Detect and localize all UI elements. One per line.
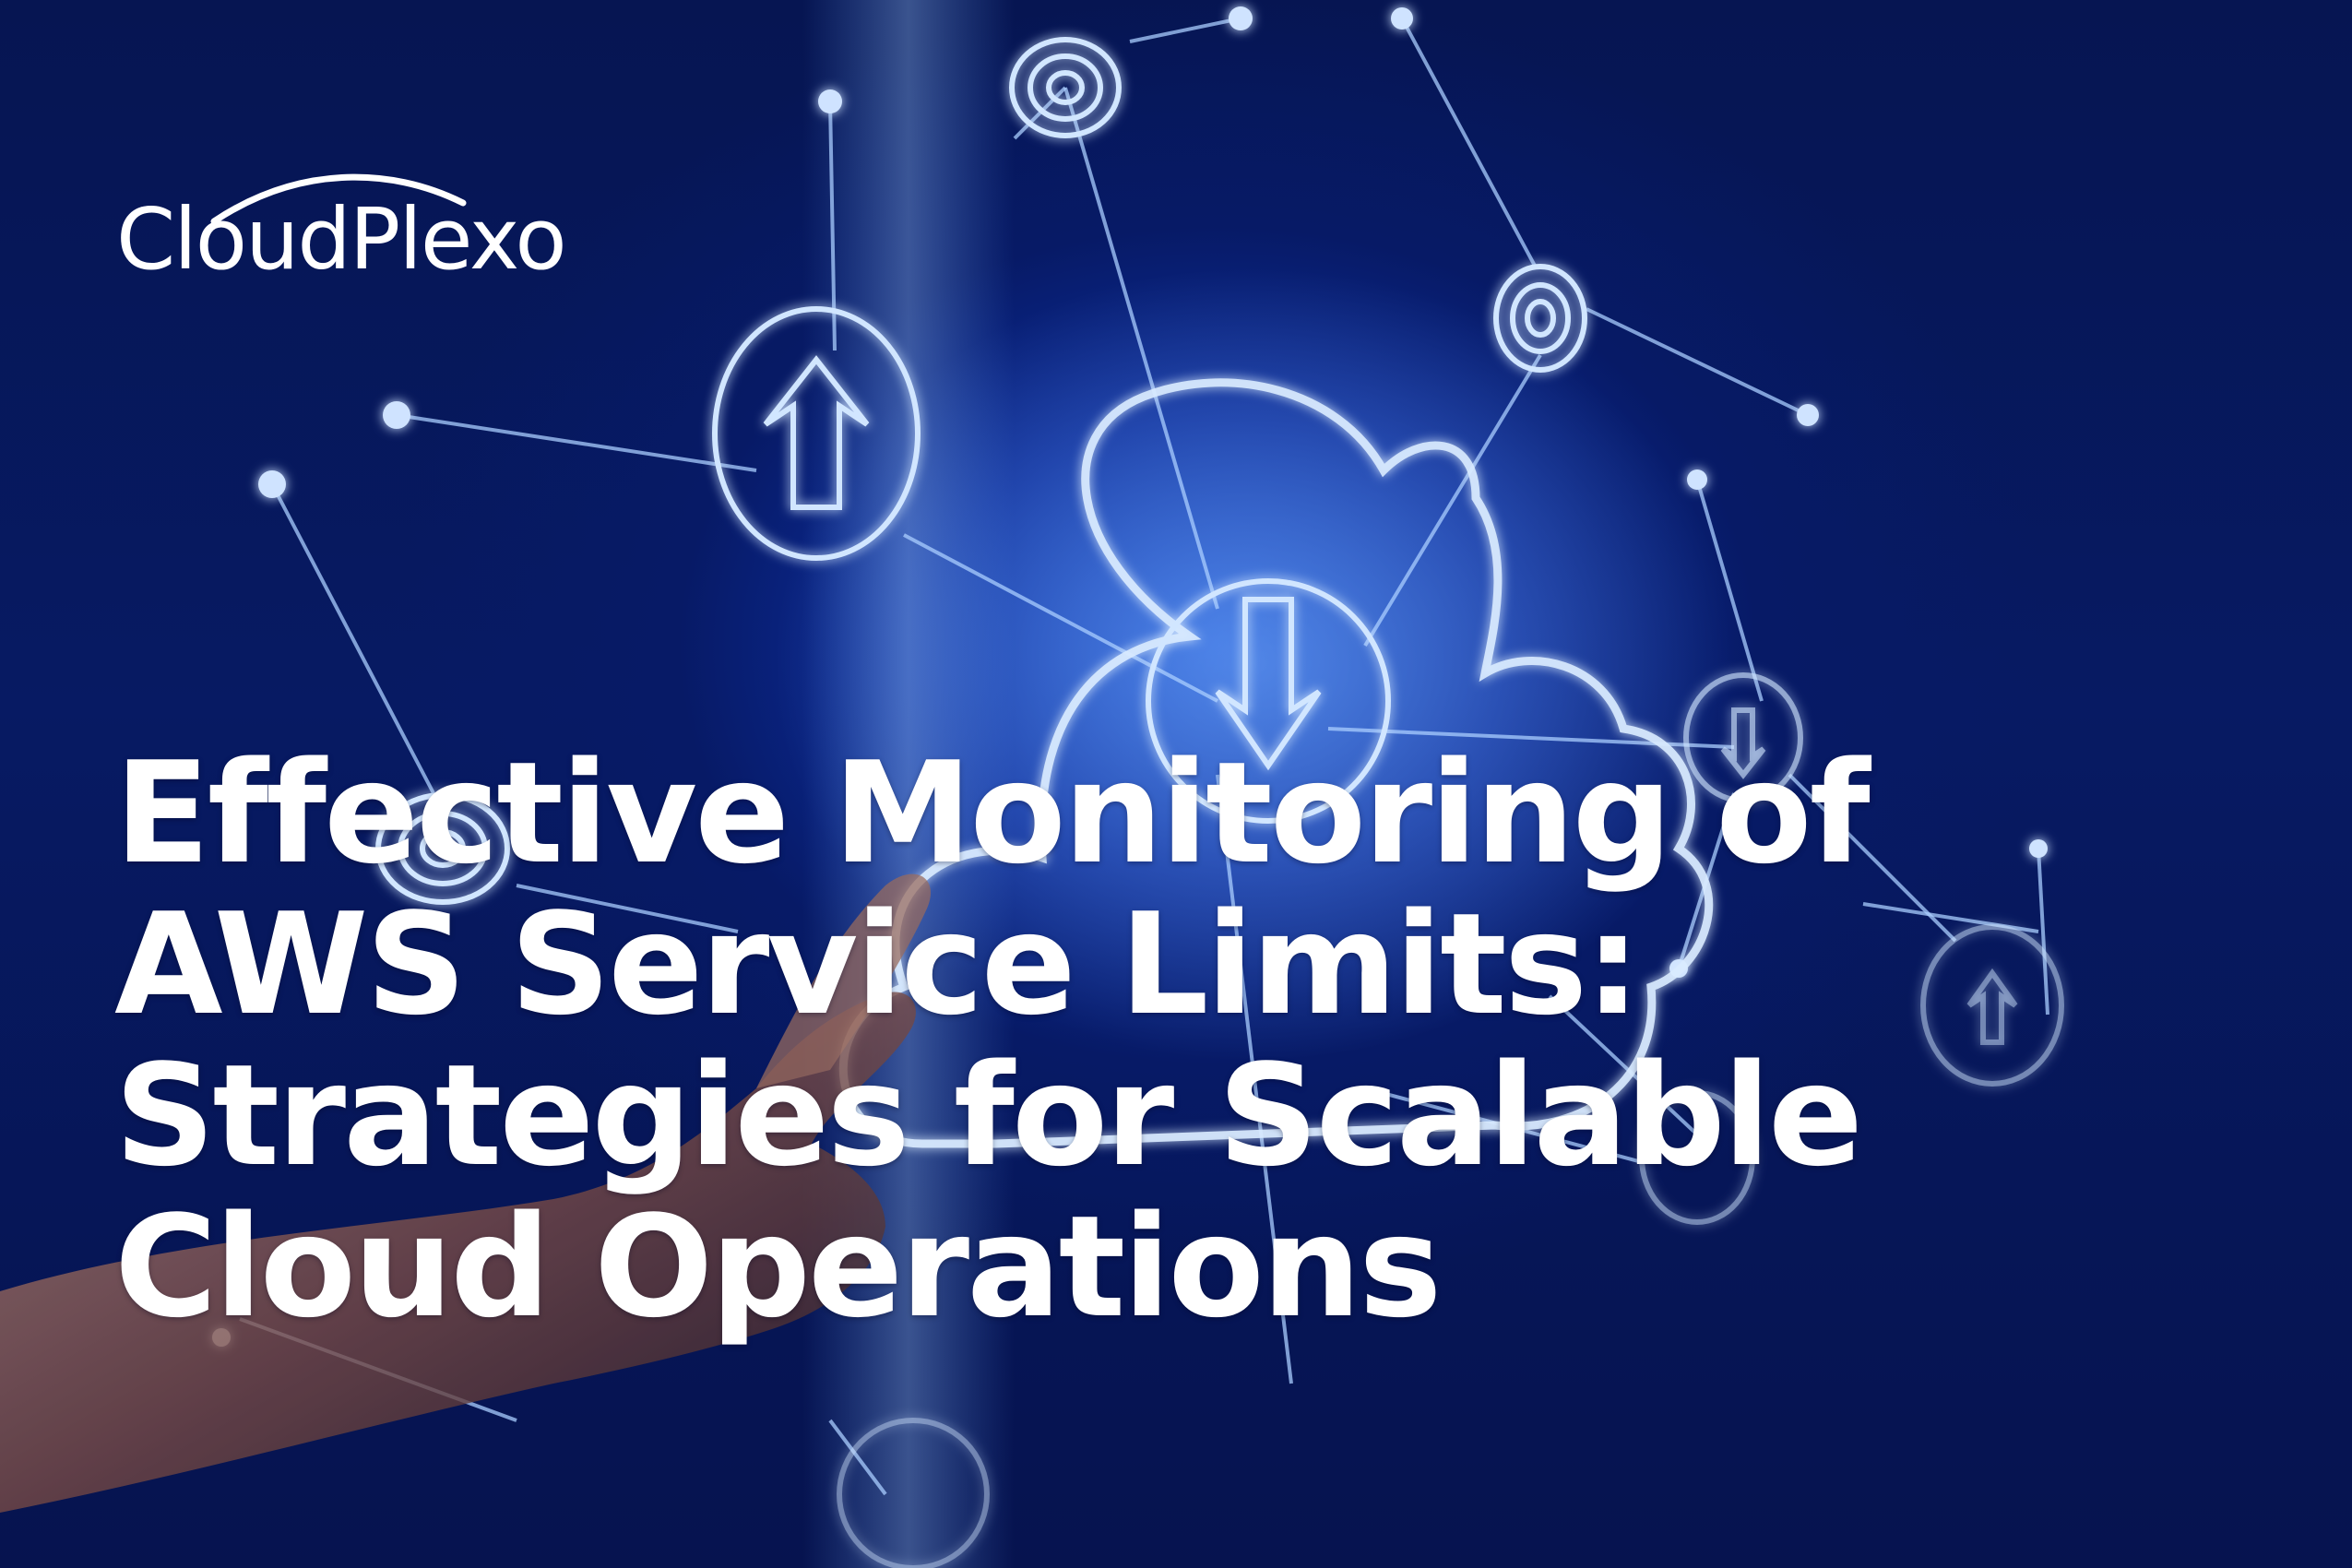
- title-line-4: Cloud Operations: [114, 1185, 1443, 1348]
- brand-logo: CloudPlexo: [113, 157, 647, 304]
- target-node-icon: [1009, 37, 1122, 138]
- title-line-3: Strategies for Scalable: [114, 1034, 1863, 1197]
- title-line-2: AWS Service Limits:: [114, 883, 1641, 1046]
- brand-name: CloudPlexo: [116, 190, 567, 289]
- title-line-1: Effective Monitoring of: [114, 731, 1871, 895]
- upload-arrow-icon: [712, 306, 921, 561]
- cloud-icon: [838, 378, 1714, 1148]
- download-arrow-icon: [1146, 578, 1391, 824]
- hand-icon: [0, 873, 931, 1513]
- logo-arc-icon: [210, 173, 467, 225]
- page-title: Effective Monitoring of AWS Service Limi…: [114, 738, 2144, 1343]
